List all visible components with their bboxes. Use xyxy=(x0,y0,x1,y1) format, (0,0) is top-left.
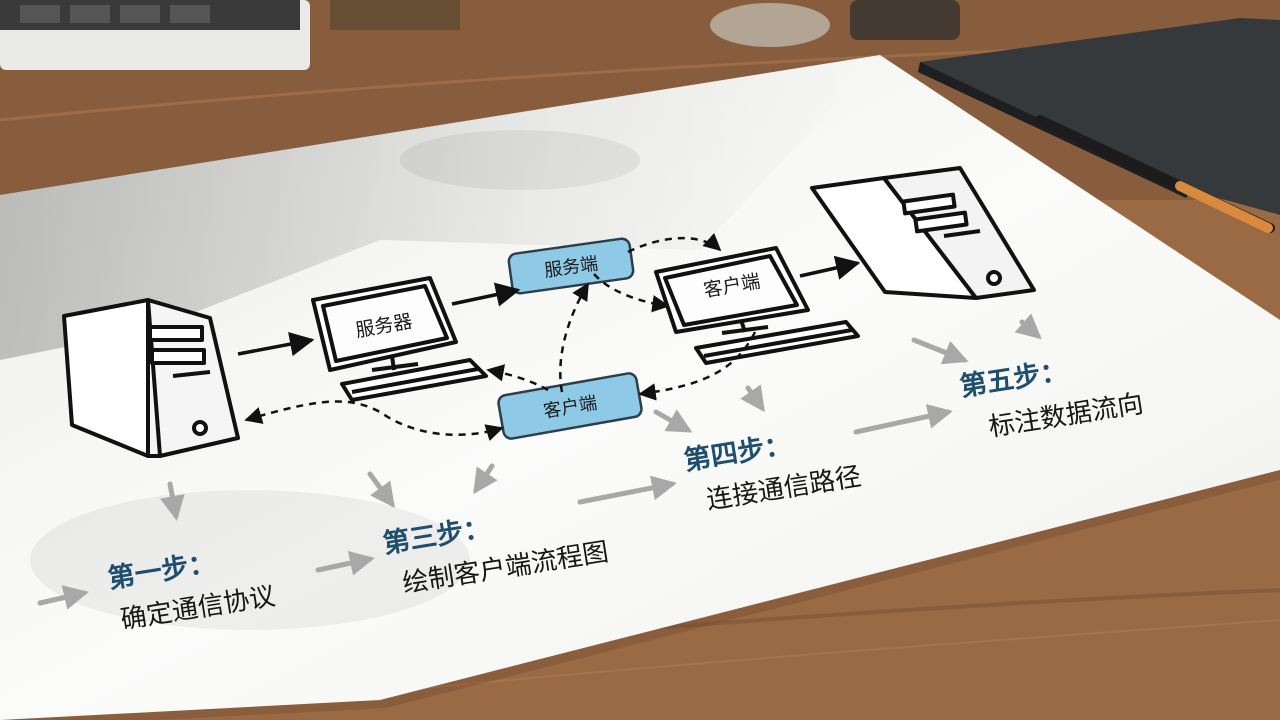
monitor-server-icon xyxy=(311,276,488,402)
tower-left-icon xyxy=(62,298,240,458)
server-pill: 服务端 xyxy=(507,237,635,295)
pencil xyxy=(1035,115,1275,233)
tower-right-icon xyxy=(810,166,1036,300)
gray-arrows xyxy=(37,313,1042,610)
keyboard xyxy=(0,0,310,70)
plant-pot xyxy=(330,0,960,47)
solid-arrows xyxy=(237,255,861,357)
dashed-arrows xyxy=(244,232,757,442)
